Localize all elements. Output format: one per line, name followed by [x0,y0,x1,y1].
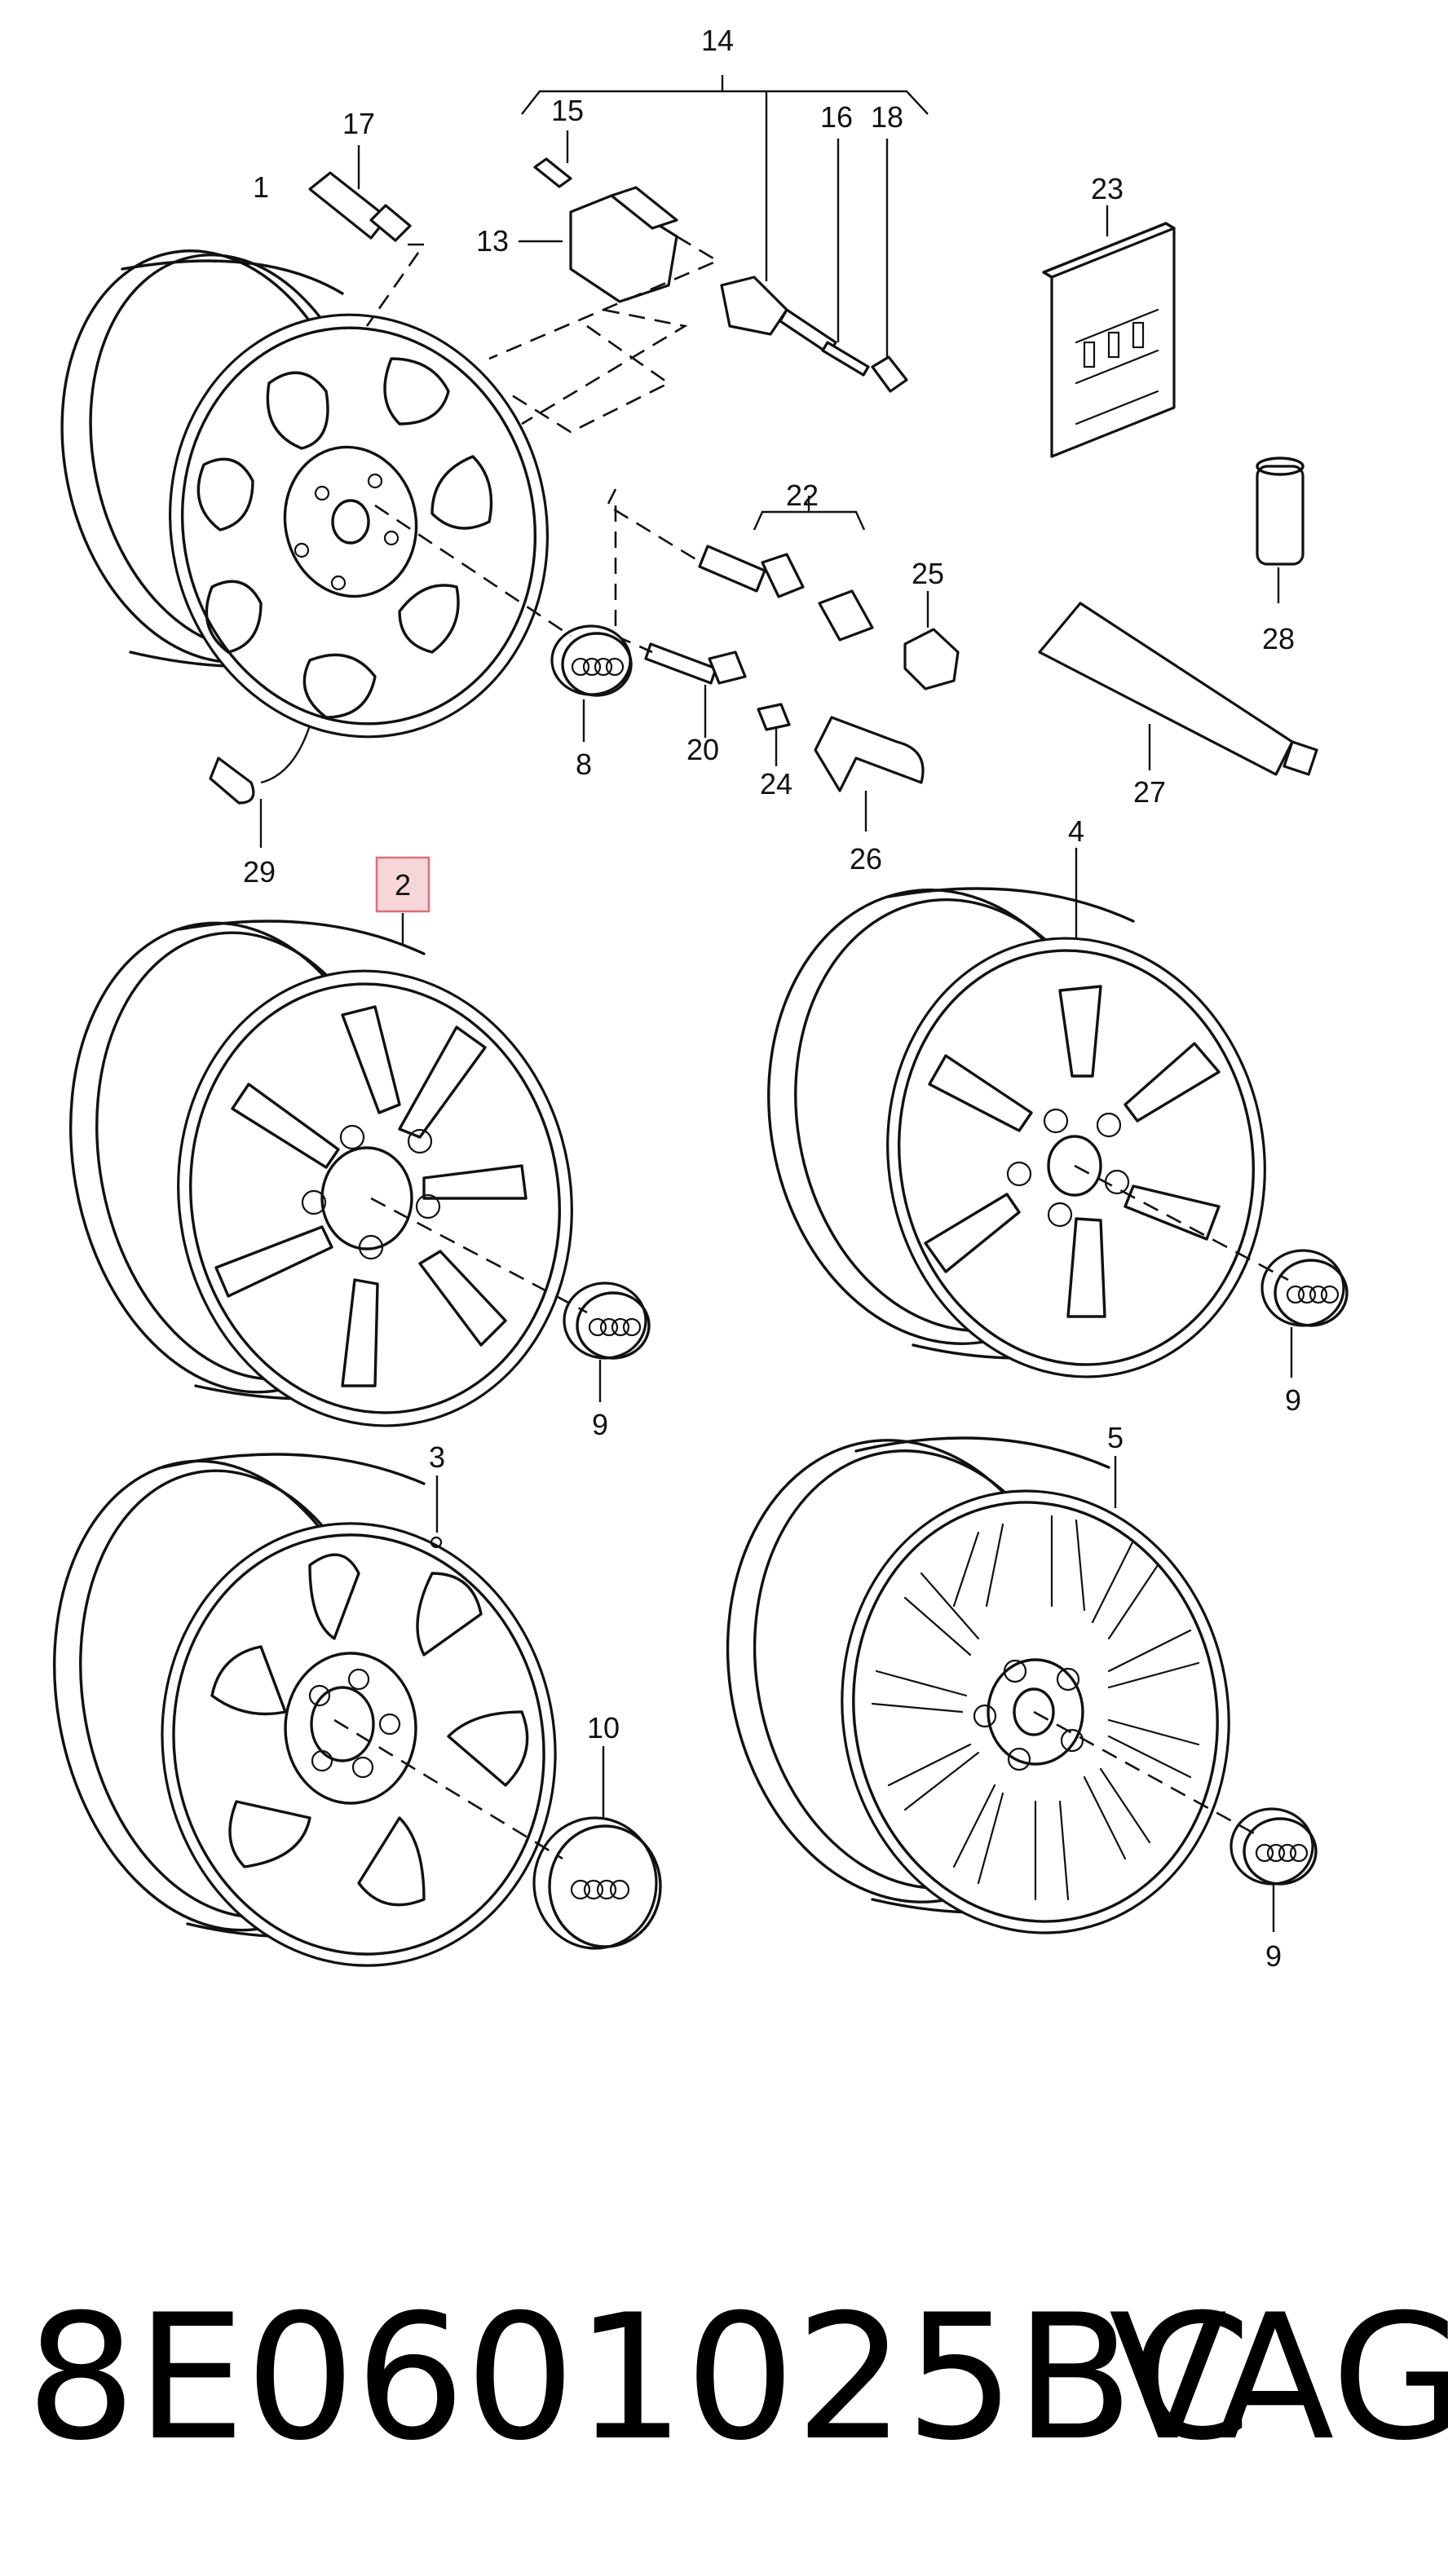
callout-27: 27 [1133,775,1166,809]
callout-3: 3 [429,1440,445,1474]
callout-20: 20 [686,733,719,766]
alloy-wheel-4 [767,848,1349,1378]
callout-13: 13 [476,224,509,258]
callout-9-wheel-4: 9 [1285,1383,1301,1417]
valve-assembly-16-18 [505,91,908,434]
callout-8: 8 [576,748,592,781]
callout-4: 4 [1068,814,1084,848]
steel-wheel-3 [53,1453,662,1967]
callout-26: 26 [850,842,882,876]
callout-16: 16 [820,100,853,134]
steel-wheel-1 [60,249,549,805]
callout-9-wheel-5: 9 [1265,1939,1282,1973]
center-cap-8 [374,504,633,742]
alloy-wheel-2 [69,913,651,1427]
alloy-wheel-5 [726,1436,1318,1934]
callout-2: 2 [395,868,411,902]
callout-1: 1 [253,170,269,204]
cylinder-28 [1256,457,1305,603]
callout-17: 17 [342,107,375,140]
valve-17 [308,145,426,327]
callout-15: 15 [551,94,584,127]
tire-pressure-sensor-13 [488,130,720,360]
highlight-box-2 [375,856,430,913]
part-number: 8E0601025BC [26,2277,1252,2478]
brand-label: VAG [1109,2277,1448,2478]
callout-23: 23 [1091,172,1124,205]
callout-22: 22 [786,479,819,512]
callout-5: 5 [1107,1421,1124,1454]
callout-28: 28 [1262,622,1295,655]
clip-26 [814,716,925,831]
valve-cap-pack-23 [1042,205,1176,458]
callout-10: 10 [587,1711,620,1745]
callout-14: 14 [701,24,734,57]
callout-29: 29 [243,855,276,889]
bolt-20-24 [614,505,791,766]
callout-24: 24 [760,767,792,801]
callout-25: 25 [912,557,944,590]
bracket-14 [521,75,929,115]
bolt-22-25 [606,488,960,690]
callout-18: 18 [871,100,903,134]
callout-9-wheel-2: 9 [592,1408,608,1441]
paste-tube-27 [1038,602,1318,776]
